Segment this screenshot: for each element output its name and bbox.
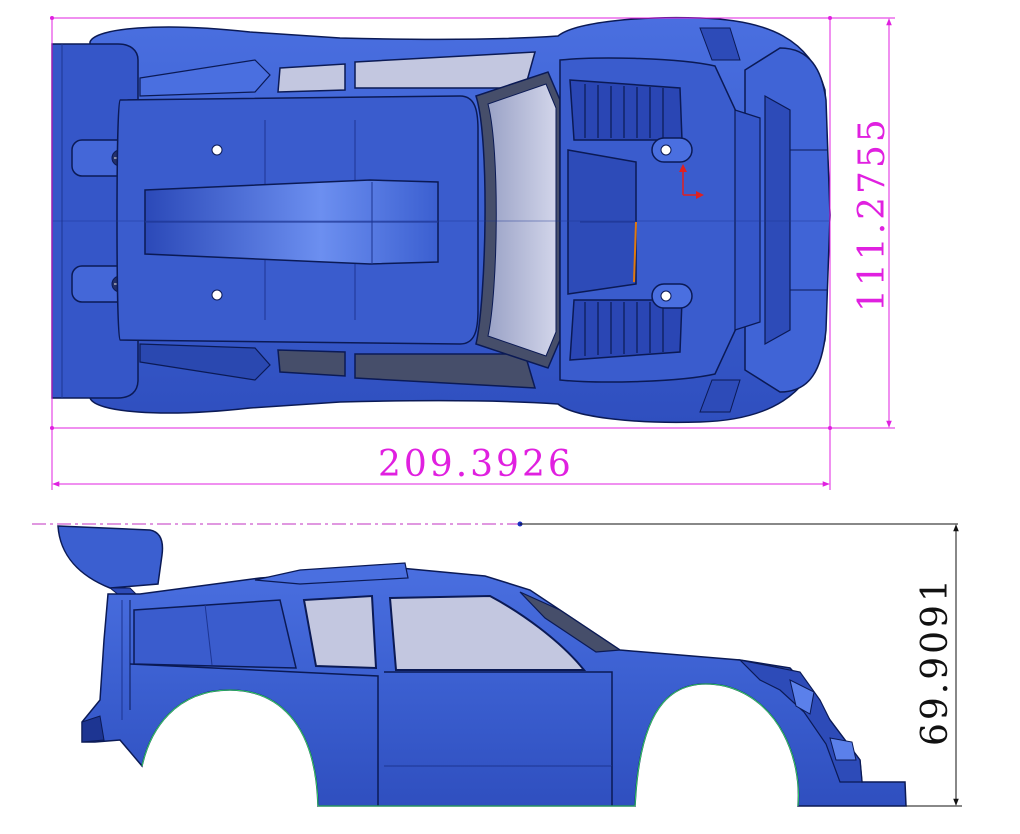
front-nose-side <box>738 659 863 783</box>
rear-side-window-top-upper <box>277 63 346 93</box>
rear-quarter-window-side <box>133 599 297 669</box>
body-pin-upper <box>651 137 693 163</box>
rear-wing-side <box>57 525 164 589</box>
orange-edge-highlight <box>633 221 637 283</box>
side-height-dimension <box>906 524 962 807</box>
car-top-view <box>51 16 831 424</box>
top-height-dimension <box>52 17 895 429</box>
rear-wheel-arch <box>141 689 319 807</box>
roof-spoiler-side <box>254 562 409 585</box>
body-pin-lower <box>651 283 693 309</box>
rear-side-window-side <box>302 594 378 670</box>
coordinate-axis-icon <box>679 164 704 199</box>
top-width-dimension <box>51 18 831 490</box>
mount-point-marker <box>211 289 223 301</box>
front-wheel-arch <box>634 683 799 807</box>
top-width-value: 209.3926 <box>378 444 574 485</box>
front-side-window-side <box>388 594 587 671</box>
mount-point-marker <box>211 144 223 156</box>
rear-side-window-top-lower <box>277 349 346 377</box>
hood-vent-lower <box>569 299 683 361</box>
hood-vent-upper <box>569 79 683 141</box>
top-height-value: 111.2755 <box>852 116 893 312</box>
windshield-side <box>519 591 622 653</box>
side-height-value: 69.9091 <box>915 576 956 746</box>
car-side-view <box>32 521 958 807</box>
